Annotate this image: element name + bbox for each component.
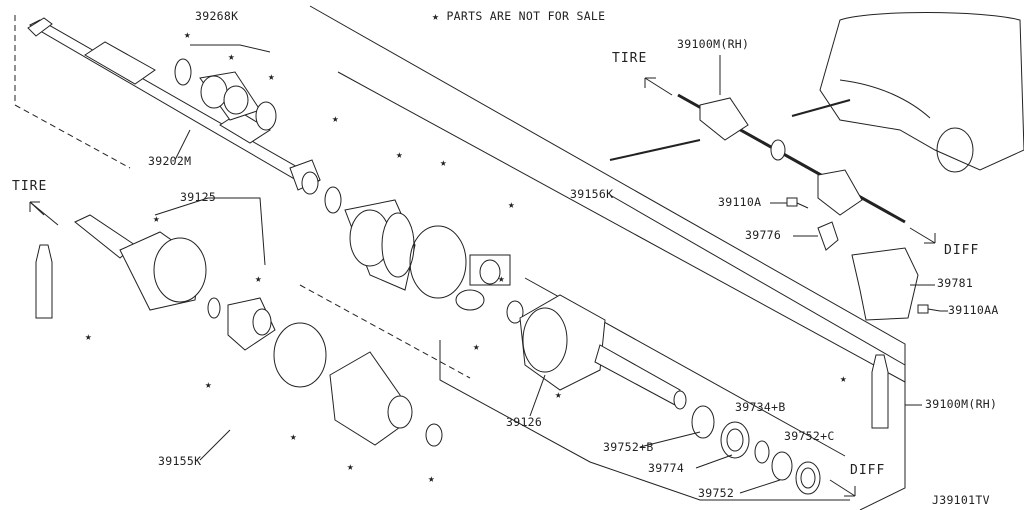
- arrow-tire-left: [29, 201, 59, 226]
- snap-ring: [506, 300, 524, 324]
- star-mark: ★: [396, 148, 403, 161]
- label-39155k[interactable]: 39155K: [158, 454, 202, 468]
- assembled-shaft-39100m: [677, 93, 906, 224]
- inner-race: [227, 297, 276, 351]
- tire-label-right: TIRE: [612, 51, 648, 66]
- label-39752b[interactable]: 39752+B: [603, 440, 654, 454]
- frame-outline: [309, 5, 906, 510]
- seal-39752: [771, 451, 793, 481]
- label-39110aa[interactable]: 39110AA: [948, 303, 999, 317]
- label-39268k[interactable]: 39268K: [195, 9, 239, 23]
- arrow-diff-bottom: [829, 479, 856, 497]
- seal-39752c: [795, 461, 821, 495]
- diff-label-right: DIFF: [944, 243, 980, 258]
- label-39752c[interactable]: 39752+C: [784, 429, 835, 443]
- label-39202m[interactable]: 39202M: [148, 154, 192, 168]
- rh-suffix: (RH): [720, 37, 750, 51]
- star-mark: ★: [153, 212, 160, 225]
- tire-label-left: TIRE: [12, 179, 48, 194]
- boot-kit-39268k: [174, 58, 277, 131]
- circlip: [207, 297, 221, 319]
- bolt-39110a: [786, 197, 809, 209]
- tripod-joint: [455, 254, 511, 311]
- boot-39155k: [329, 351, 413, 446]
- not-for-sale-stars: ★ ★ ★ ★ ★ ★ ★ ★ ★ ★ ★ ★ ★ ★ ★ ★ ★ ★: [85, 28, 847, 485]
- star-mark: ★: [85, 330, 92, 343]
- diff-label-bottom: DIFF: [850, 463, 886, 478]
- star-mark: ★: [184, 28, 191, 41]
- ring-39734b: [754, 440, 770, 464]
- small-clamp: [425, 423, 443, 447]
- star-mark: ★: [508, 198, 515, 211]
- star-mark: ★: [840, 372, 847, 385]
- star-mark: ★: [473, 340, 480, 353]
- vehicle-outline: [819, 12, 1024, 173]
- star-mark: ★: [428, 472, 435, 485]
- star-mark: ★: [498, 272, 505, 285]
- label-39734b[interactable]: 39734+B: [735, 400, 786, 414]
- grease-tube-left: [35, 244, 53, 319]
- label-39125[interactable]: 39125: [180, 190, 217, 204]
- dashed-box-39155k: [299, 284, 471, 379]
- bracket-39781: [851, 247, 919, 321]
- star-mark: ★: [440, 156, 447, 169]
- arrow-to-diagram: [609, 139, 701, 161]
- arrow-diff-right: [909, 227, 936, 244]
- label-39752[interactable]: 39752: [698, 486, 735, 500]
- arrow-tire-right: [644, 77, 673, 96]
- star-mark: ★: [290, 430, 297, 443]
- notice-text: ★ PARTS ARE NOT FOR SALE: [432, 9, 606, 23]
- diagram-id: J39101TV: [932, 493, 990, 507]
- highlighted-part-number[interactable]: 39100M: [677, 37, 721, 51]
- bearing-39774: [720, 421, 750, 459]
- star-mark: ★: [205, 378, 212, 391]
- boot-39156k: [344, 199, 416, 291]
- label-39100m-rh-bottom[interactable]: 39100M(RH): [925, 397, 998, 411]
- label-39110a[interactable]: 39110A: [718, 195, 762, 209]
- bracket-39776: [817, 221, 839, 251]
- clamp-ring-1: [324, 186, 342, 214]
- label-39156k[interactable]: 39156K: [570, 187, 614, 201]
- label-39776[interactable]: 39776: [745, 228, 782, 242]
- arrow-vehicle: [791, 99, 851, 117]
- label-39781[interactable]: 39781: [937, 276, 974, 290]
- label-39774[interactable]: 39774: [648, 461, 685, 475]
- grease-tube-right: [871, 354, 889, 429]
- star-mark: ★: [332, 112, 339, 125]
- star-mark: ★: [555, 388, 562, 401]
- star-mark: ★: [347, 460, 354, 473]
- inner-box-39126-bottom: [439, 340, 850, 501]
- clamp-band-large: [409, 225, 467, 299]
- star-mark: ★: [268, 70, 275, 83]
- housing-39126: [519, 294, 687, 410]
- label-39100m-rh-top[interactable]: 39100M(RH): [677, 38, 749, 51]
- seal-39752b: [691, 405, 715, 439]
- star-mark: ★: [255, 272, 262, 285]
- bolt-39110aa: [917, 304, 941, 314]
- shaft-39202m: [27, 17, 321, 195]
- frame-left-diagonal: [14, 104, 131, 169]
- label-39126[interactable]: 39126: [506, 415, 543, 429]
- outer-joint-39125: [74, 214, 207, 311]
- star-mark: ★: [228, 50, 235, 63]
- boot-band: [273, 322, 327, 388]
- inner-box-39156k: [337, 71, 906, 383]
